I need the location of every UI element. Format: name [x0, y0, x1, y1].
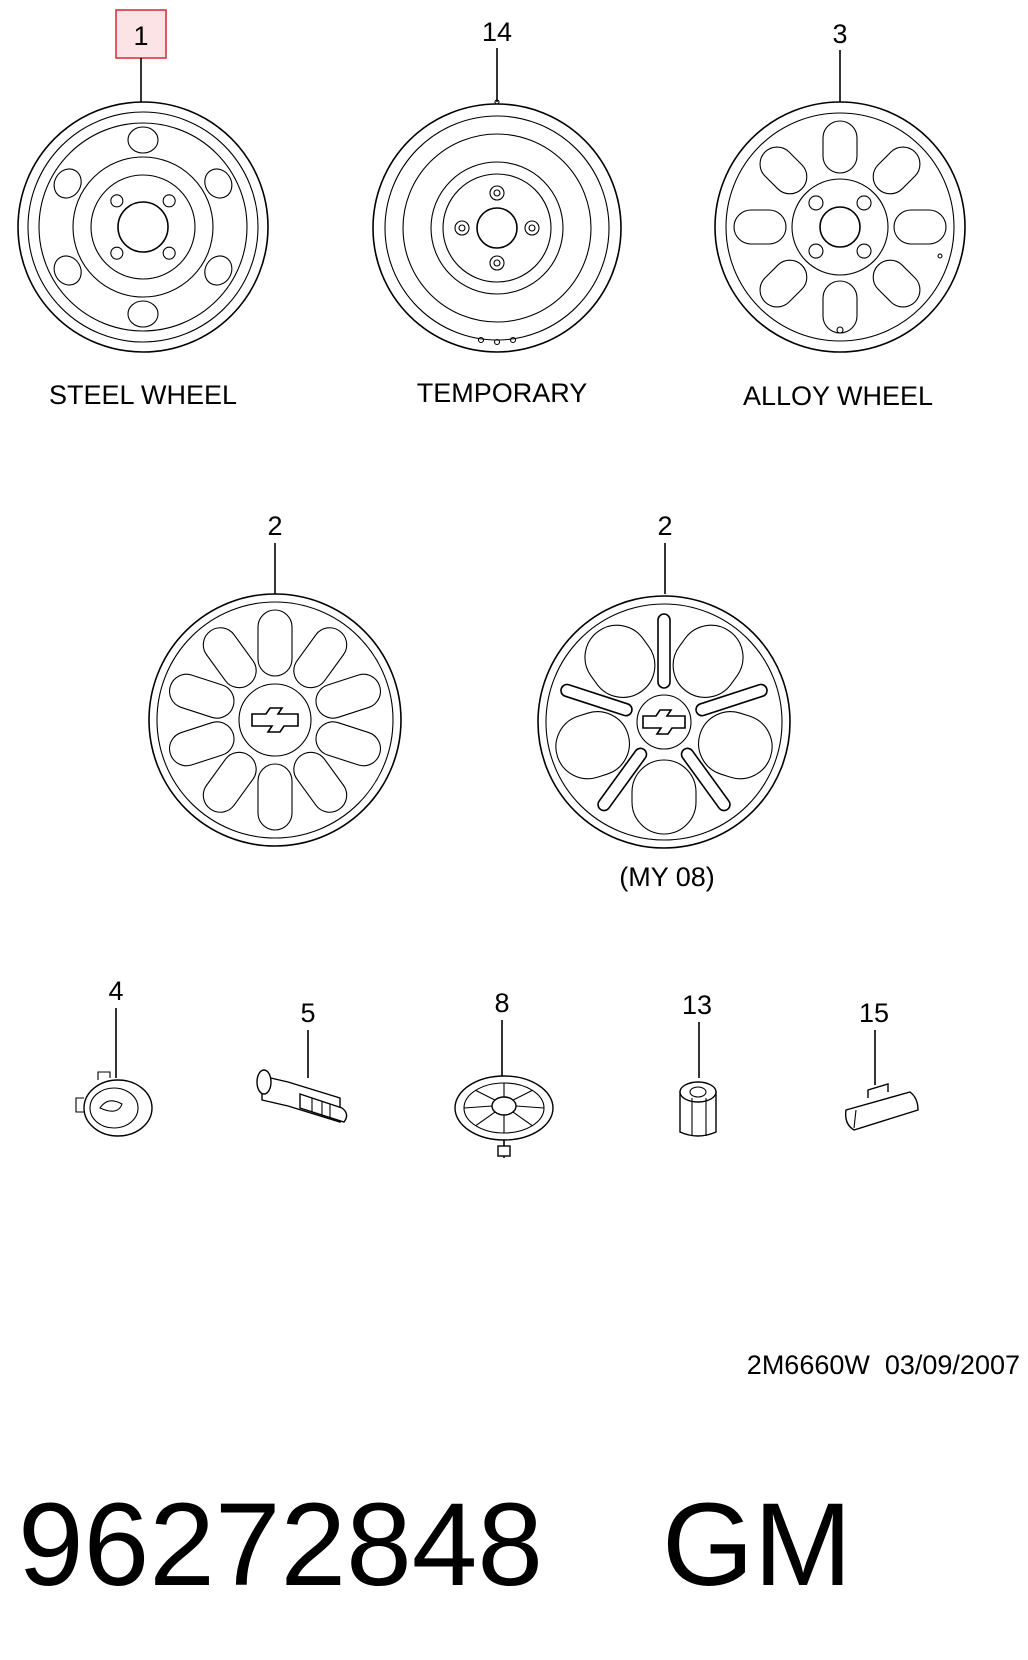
- steel-wheel-group[interactable]: 1 STEEL WHEEL: [17, 9, 269, 410]
- callout-highlight-box: [115, 9, 167, 59]
- center-cap-icon: [75, 1071, 153, 1137]
- wheel-cover-vent-slot: [315, 673, 381, 719]
- steel-wheel-lug-hole: [162, 194, 176, 208]
- alloy-wheel-spoke-window: [893, 209, 947, 245]
- alloy-wheel-lug-hole: [856, 195, 872, 211]
- wheel-cover-vent-slot: [315, 721, 381, 767]
- wheel-cover-vent-slot: [169, 721, 235, 767]
- alloy-wheel-lug-hole: [808, 195, 824, 211]
- spare-wheel-clamp-rib: [512, 1089, 533, 1101]
- balance-weight-icon: [844, 1083, 919, 1131]
- temporary-wheel-label: TEMPORARY: [417, 378, 588, 408]
- callout-center-cap: 4: [108, 976, 123, 1006]
- callout-steel-wheel: 1: [133, 21, 148, 51]
- wheel-cover-vent-slot: [257, 609, 293, 677]
- callout-temporary-wheel: 14: [482, 17, 512, 47]
- temporary-wheel-icon: [372, 99, 622, 353]
- alloy-wheel-group[interactable]: 3 ALLOY WHEEL: [714, 19, 966, 411]
- wheel-cover-my08-opening: [698, 711, 773, 780]
- steel-wheel-lug-hole: [110, 246, 124, 260]
- steel-wheel-vent-window: [127, 126, 159, 154]
- wheel-cover-my08-rib: [695, 683, 768, 717]
- callout-balance-weight: 15: [859, 998, 889, 1028]
- wheel-nut-group[interactable]: 13: [679, 990, 717, 1137]
- spare-wheel-clamp-rib: [475, 1111, 496, 1127]
- alloy-wheel-spoke-window: [872, 259, 921, 308]
- steel-wheel-label: STEEL WHEEL: [49, 380, 237, 410]
- callout-alloy-wheel: 3: [832, 19, 847, 49]
- callout-wheel-cover-my08: 2: [657, 511, 672, 541]
- wheel-cover-my08-opening: [555, 711, 630, 780]
- wheel-cover-vent-slot: [169, 673, 235, 719]
- wheel-cover-my08-opening: [672, 624, 744, 698]
- wheel-cover-my08-opening: [584, 624, 656, 698]
- spare-wheel-clamp-rib: [463, 1105, 493, 1109]
- wheel-cover-my08-rib: [657, 613, 671, 689]
- alloy-wheel-spoke-window: [759, 259, 808, 308]
- brand-name: GM: [662, 1479, 852, 1611]
- valve-stem-icon: [256, 1069, 348, 1123]
- alloy-wheel-spoke-window: [872, 146, 921, 195]
- alloy-wheel-spoke-window: [822, 120, 858, 174]
- wheel-cover-vent-slot: [257, 763, 293, 831]
- balance-weight-group[interactable]: 15: [844, 998, 919, 1131]
- wheel-nut-icon: [679, 1081, 717, 1137]
- temporary-wheel-lug-hole: [489, 185, 505, 201]
- spare-wheel-clamp-icon: [454, 1075, 554, 1158]
- callout-wheel-cover: 2: [267, 511, 282, 541]
- valve-stem-group[interactable]: 5: [256, 998, 348, 1123]
- steel-wheel-vent-window: [53, 168, 82, 199]
- spare-wheel-clamp-group[interactable]: 8: [454, 988, 554, 1158]
- temporary-wheel-lug-center: [493, 259, 501, 267]
- steel-wheel-vent-window: [127, 300, 159, 328]
- wheel-cover-my08-rib: [680, 747, 731, 812]
- alloy-wheel-lug-hole: [856, 243, 872, 259]
- wheel-cover-vent-slot: [293, 627, 348, 689]
- alloy-wheel-spoke-window: [759, 146, 808, 195]
- spare-wheel-clamp-rib: [512, 1111, 533, 1127]
- wheel-cover-my08-group[interactable]: 2 (MY 08): [537, 511, 791, 892]
- temporary-wheel-group[interactable]: 14 TEMPORARY: [372, 17, 622, 408]
- drawing-code: 2M6660W 03/09/2007: [747, 1350, 1020, 1380]
- alloy-wheel-spoke-window: [822, 280, 858, 334]
- wheel-cover-my08-note: (MY 08): [619, 862, 715, 892]
- steel-wheel-lug-hole: [162, 246, 176, 260]
- steel-wheel-vent-window: [204, 168, 233, 199]
- wheel-cover-group[interactable]: 2: [148, 511, 402, 847]
- wheel-cover-my08-rib: [597, 747, 648, 812]
- spare-wheel-clamp-rib: [475, 1089, 496, 1101]
- alloy-wheel-lug-hole: [808, 243, 824, 259]
- alloy-wheel-icon: [714, 101, 966, 353]
- callout-wheel-nut: 13: [682, 990, 712, 1020]
- spare-wheel-clamp-rib: [515, 1105, 545, 1109]
- temporary-wheel-lug-hole: [524, 220, 540, 236]
- steel-wheel-vent-window: [204, 255, 233, 286]
- temporary-wheel-lug-hole: [454, 220, 470, 236]
- steel-wheel-icon: [17, 101, 269, 353]
- wheel-cover-my08-opening: [631, 759, 697, 835]
- wheel-cover-vent-slot: [202, 751, 257, 813]
- center-cap-group[interactable]: 4: [75, 976, 153, 1137]
- temporary-wheel-lug-hole: [489, 255, 505, 271]
- temporary-wheel-lug-center: [458, 224, 466, 232]
- alloy-wheel-label: ALLOY WHEEL: [743, 381, 933, 411]
- alloy-wheel-spoke-window: [733, 209, 787, 245]
- callout-valve-stem: 5: [300, 998, 315, 1028]
- callout-spare-wheel-clamp: 8: [494, 988, 509, 1018]
- temporary-wheel-lug-center: [493, 189, 501, 197]
- part-number: 96272848: [18, 1479, 543, 1611]
- steel-wheel-vent-window: [53, 255, 82, 286]
- wheel-cover-my08-icon: [537, 595, 791, 849]
- temporary-wheel-lug-center: [528, 224, 536, 232]
- wheel-cover-icon: [148, 593, 402, 847]
- steel-wheel-lug-hole: [110, 194, 124, 208]
- wheel-cover-my08-rib: [560, 683, 633, 717]
- wheel-cover-vent-slot: [202, 627, 257, 689]
- wheel-cover-vent-slot: [293, 751, 348, 813]
